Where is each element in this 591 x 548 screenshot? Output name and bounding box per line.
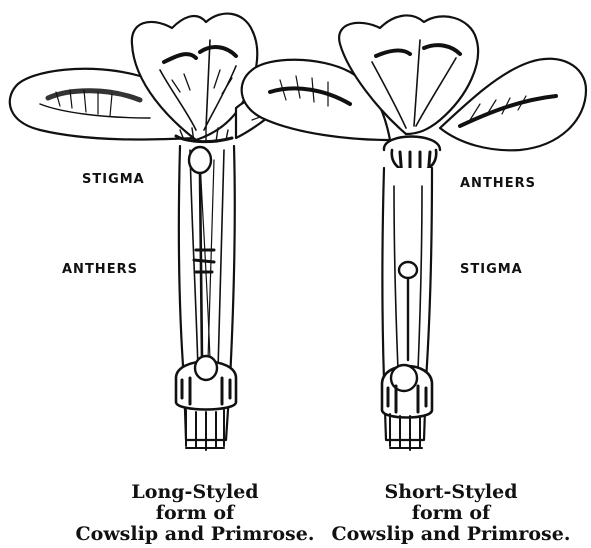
long-styled-stigma xyxy=(189,147,211,173)
long-styled-caption-line-1: Long-Styled xyxy=(60,482,330,503)
long-styled-caption: Long-Styled form of Cowslip and Primrose… xyxy=(60,482,330,545)
short-styled-upper-label: ANTHERS xyxy=(460,176,536,191)
short-styled-caption: Short-Styled form of Cowslip and Primros… xyxy=(316,482,586,545)
short-styled-caption-line-2: form of xyxy=(316,503,586,524)
long-styled-caption-line-2: form of xyxy=(60,503,330,524)
long-styled-upper-label: STIGMA xyxy=(82,172,145,187)
short-styled-caption-line-3: Cowslip and Primrose. xyxy=(316,524,586,545)
long-styled-lower-label: ANTHERS xyxy=(62,262,138,277)
long-styled-caption-line-3: Cowslip and Primrose. xyxy=(60,524,330,545)
short-styled-lower-label: STIGMA xyxy=(460,262,523,277)
short-styled-flower xyxy=(242,15,586,450)
short-styled-caption-line-1: Short-Styled xyxy=(316,482,586,503)
short-styled-stigma xyxy=(399,262,417,278)
